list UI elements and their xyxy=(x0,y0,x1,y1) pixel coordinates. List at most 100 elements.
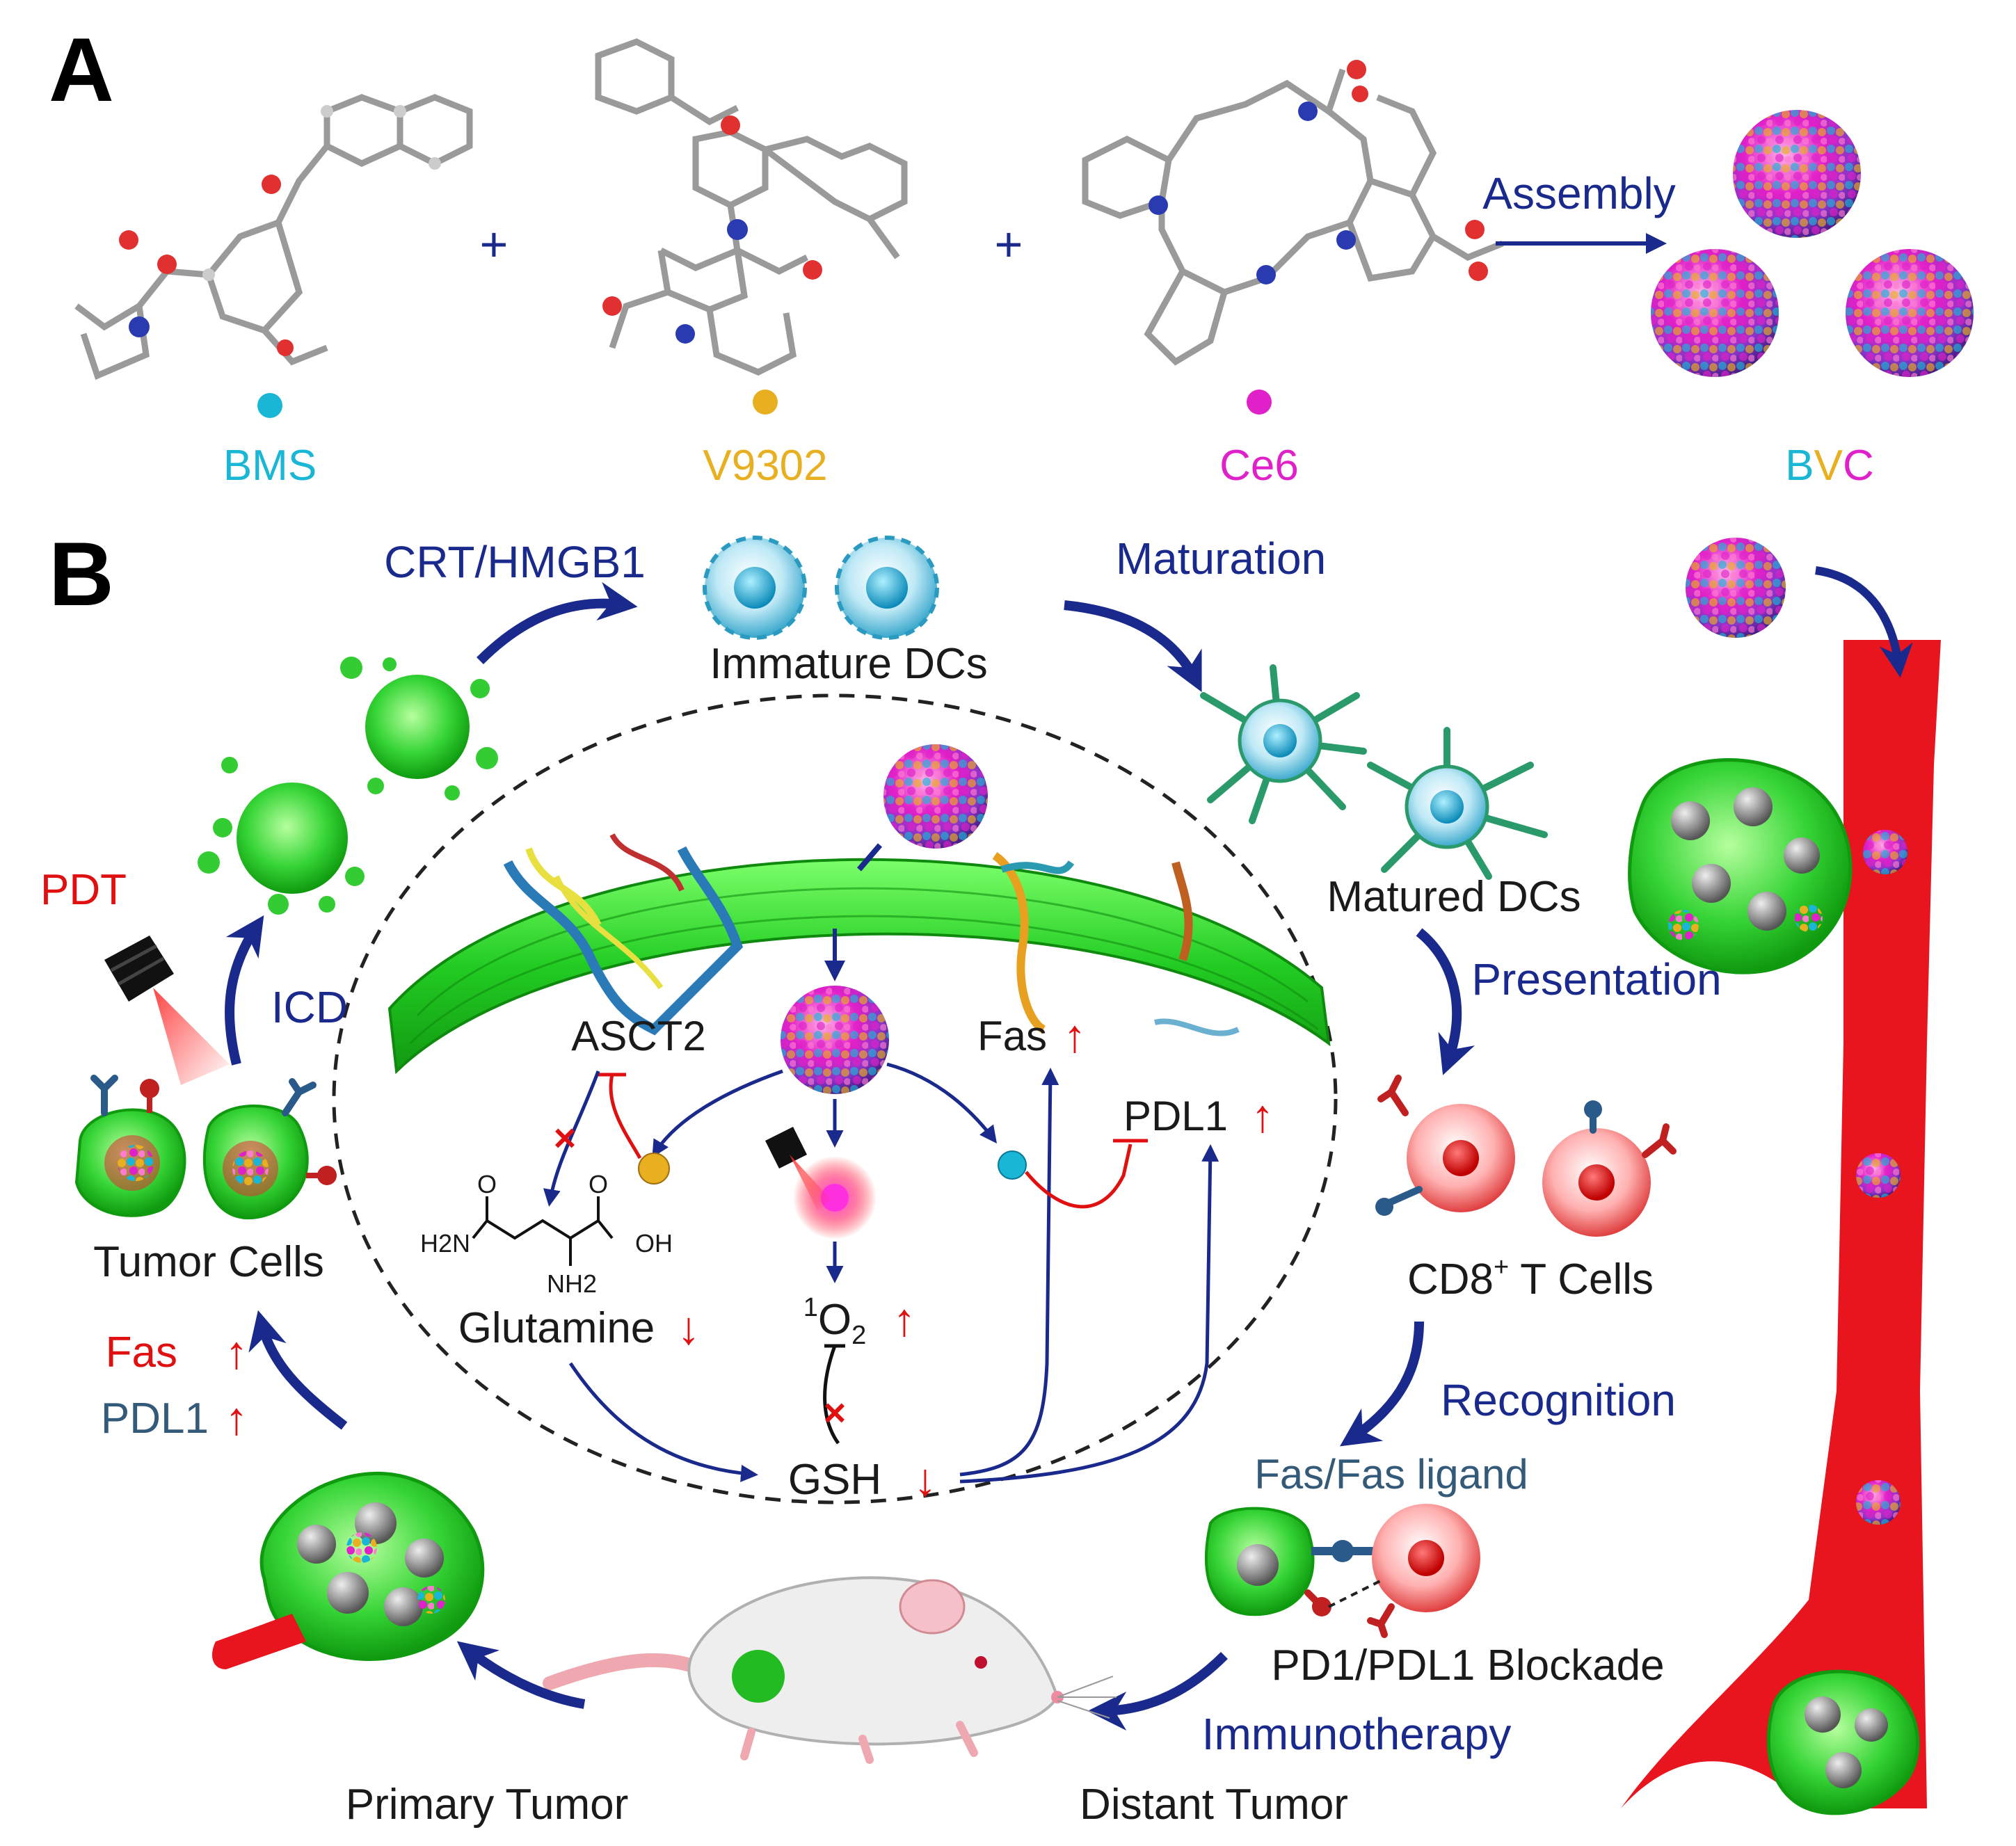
glutamine-down-arrow: ↓ xyxy=(678,1302,701,1354)
bms-released xyxy=(998,1150,1027,1180)
cd8-t-cells-label: CD8+ T Cells xyxy=(1407,1253,1654,1303)
tumor-cells-pair xyxy=(74,1075,337,1220)
maturation-arrow xyxy=(1064,600,1202,693)
transport-blocked-mark: × xyxy=(554,1116,577,1159)
glutamine-o2: O xyxy=(589,1170,608,1198)
fas-ligand-label: Fas/Fas ligand xyxy=(1254,1451,1528,1498)
glutamine-to-gsh-arrow xyxy=(568,1362,758,1482)
fas-protein xyxy=(992,852,1075,1034)
bvc-label: BVC xyxy=(1785,442,1874,490)
pdl1-up-arrow-tumor: ↑ xyxy=(225,1392,248,1444)
glutamine-label: Glutamine xyxy=(458,1304,655,1352)
fas-label-cell: Fas xyxy=(977,1013,1047,1059)
pdl1-protein xyxy=(1154,861,1240,1036)
recognition-arrow xyxy=(1340,1321,1424,1447)
primary-tumor-arrow xyxy=(456,1641,586,1709)
ce6-released xyxy=(821,1184,849,1212)
immature-dc-cells xyxy=(703,536,939,640)
bms-inhibition-line xyxy=(1025,1143,1133,1209)
gsh-to-pdl1-arrow xyxy=(959,1144,1219,1484)
primary-tumor-cluster xyxy=(212,1471,485,1669)
gsh-to-fas-arrow xyxy=(959,1068,1059,1477)
gsh-label: GSH xyxy=(788,1456,881,1504)
glutamine-h2n: H2N xyxy=(420,1229,470,1258)
glutamine-structure xyxy=(472,1196,614,1266)
fas-up-arrow-cell: ↑ xyxy=(1064,1010,1087,1061)
cd8-t-cells xyxy=(1375,1075,1677,1237)
asct2-protein xyxy=(503,833,744,1036)
crt-hmgb1-label: CRT/HMGB1 xyxy=(384,537,646,587)
tumor-cluster-vessel-top xyxy=(1628,758,1853,974)
v9302-atoms xyxy=(602,115,822,344)
ros-gsh-mark: × xyxy=(824,1390,847,1434)
asct2-transport-arrow xyxy=(543,1070,600,1207)
laser-icon-small xyxy=(765,1127,831,1210)
mouse-model xyxy=(543,1576,1117,1764)
primary-tumor-label: Primary Tumor xyxy=(346,1781,628,1829)
ros-gsh-link xyxy=(823,1345,840,1445)
maturation-label: Maturation xyxy=(1116,533,1326,584)
distant-tumor-label: Distant Tumor xyxy=(1080,1781,1348,1829)
bms-ball xyxy=(257,393,282,418)
v9302-label: V9302 xyxy=(703,442,827,490)
presentation-arrow xyxy=(1416,928,1475,1075)
icd-arrow xyxy=(225,915,264,1066)
tumor-cluster-vessel-bottom xyxy=(1766,1669,1920,1815)
plus-sign-1: + xyxy=(480,217,509,271)
bms-atoms xyxy=(119,105,441,356)
dying-tumor-cells xyxy=(198,657,498,915)
assembly-label: Assembly xyxy=(1482,168,1675,218)
matured-dcs-label: Matured DCs xyxy=(1327,873,1581,921)
recognition-label: Recognition xyxy=(1441,1375,1676,1425)
immunotherapy-label: Immunotherapy xyxy=(1202,1709,1512,1759)
v9302-molecule-structure xyxy=(595,38,908,376)
panel-label-b: B xyxy=(49,523,114,625)
pdl1-label-cell: PDL1 xyxy=(1123,1093,1228,1139)
v9302-inhibition-line xyxy=(609,1074,642,1159)
pdl1-up-arrow-cell: ↑ xyxy=(1251,1090,1274,1141)
ce6-molecule-structure xyxy=(1082,68,1504,366)
ce6-atoms xyxy=(1149,60,1488,284)
membrane-bilayer-texture xyxy=(409,887,1319,1045)
entry-arrow-stub xyxy=(856,843,883,872)
asct2-label: ASCT2 xyxy=(571,1013,705,1059)
pdl1-label-tumor: PDL1 xyxy=(101,1395,209,1443)
pd1-blockade-label: PD1/PDL1 Blockade xyxy=(1271,1642,1664,1690)
v9302-released xyxy=(638,1153,670,1185)
presentation-label: Presentation xyxy=(1471,954,1721,1004)
bvc-nanoparticle-entering xyxy=(883,744,988,849)
fas-label-tumor: Fas xyxy=(106,1329,177,1377)
bms-label: BMS xyxy=(223,442,317,490)
crt-hmgb1-arrow xyxy=(477,581,638,664)
pdt-laser-icon xyxy=(104,936,230,1085)
tumor-cells-arrow xyxy=(248,1310,348,1430)
icd-label: ICD xyxy=(271,982,348,1032)
bvc-nanoparticle-internal xyxy=(781,986,889,1094)
singlet-oxygen-up-arrow: ↑ xyxy=(893,1294,916,1345)
release-arrow-v9302 xyxy=(652,1069,783,1158)
glutamine-nh2: NH2 xyxy=(547,1269,597,1298)
ce6-label: Ce6 xyxy=(1219,442,1299,490)
v9302-ball xyxy=(753,390,778,415)
bvc-nanoparticles xyxy=(1651,110,1974,377)
matured-dc-cells xyxy=(1200,664,1548,880)
bvc-in-circulation xyxy=(1686,538,1786,638)
glutamine-o1: O xyxy=(477,1170,497,1198)
pdt-label: PDT xyxy=(40,866,127,914)
fas-up-arrow-tumor: ↑ xyxy=(225,1326,248,1378)
immature-dcs-label: Immature DCs xyxy=(710,640,988,688)
immune-synapse xyxy=(1204,1504,1480,1638)
tumor-cell-outline xyxy=(332,693,1338,1504)
injection-arrow xyxy=(1815,566,1913,678)
panel-label-a: A xyxy=(49,19,114,120)
tumor-cells-label: Tumor Cells xyxy=(93,1238,324,1286)
plus-sign-2: + xyxy=(995,217,1023,271)
singlet-oxygen-label: 1O2 xyxy=(803,1293,867,1350)
gsh-down-arrow: ↓ xyxy=(914,1454,937,1505)
ce6-ball xyxy=(1247,390,1272,415)
bvc-in-vessel xyxy=(1856,830,1907,1525)
release-arrow-bms xyxy=(886,1062,998,1143)
immunotherapy-arrow xyxy=(1087,1652,1228,1731)
blood-vessel xyxy=(1621,640,1941,1808)
